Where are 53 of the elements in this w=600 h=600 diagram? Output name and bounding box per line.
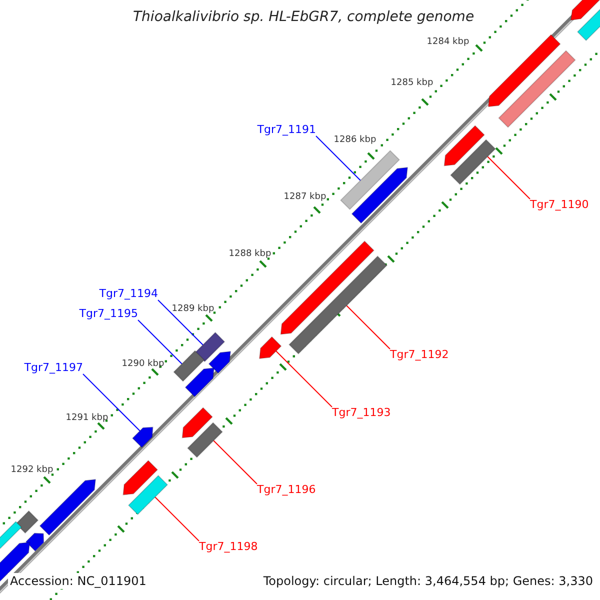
leader-line [276,350,332,408]
gene-bar [39,478,96,536]
leader-line [138,320,182,364]
scale-label: 1288 kbp [228,250,272,259]
gene-label: Tgr7_1190 [530,198,589,211]
gene-bar [15,510,39,534]
scale-label: 1286 kbp [334,136,376,145]
scale-label: 1285 kbp [390,79,434,88]
gene-bar [122,460,158,496]
scale-label: 1292 kbp [10,466,54,475]
leader-line [158,300,204,346]
leader-line [346,305,390,350]
gene-label: Tgr7_1196 [257,483,316,496]
leader-line [487,156,530,200]
gene-label: Tgr7_1194 [99,287,158,300]
gene-bar [184,367,215,398]
gene-bar [128,474,168,516]
gene-label: Tgr7_1198 [199,540,258,553]
gene-bar [187,422,223,458]
leader-line [213,440,258,484]
gene-bar [0,520,22,550]
title: Thioalkalivibrio sp. HL-EbGR7, complete genome [133,10,474,24]
gene-bar [488,34,561,108]
scale-label: 1289 kbp [172,305,214,314]
gene-bar [258,336,282,360]
gene-bar [280,240,374,335]
gene-bar [450,139,496,185]
scale-label: 1290 kbp [122,360,164,369]
gene-bar [340,150,400,210]
gene-bar [132,426,154,448]
leader-line [316,136,361,181]
gene-bar [182,407,213,438]
gene-label: Tgr7_1197 [24,361,83,374]
scale-label: 1284 kbp [426,38,470,47]
info-text: Accession: NC_011901 [8,573,148,589]
gene-label: Tgr7_1195 [79,307,138,320]
gene-bar [25,532,44,552]
gene-bar [288,256,388,354]
gene-bar [498,50,576,128]
gene-bar [351,166,408,224]
gene-label: Tgr7_1191 [257,123,316,136]
gene-bar [208,350,232,374]
gene-label: Tgr7_1193 [332,406,391,419]
gene-bar [194,332,226,362]
info-text: Topology: circular; Length: 3,464,554 bp; Genes: 3,330 [261,573,595,589]
scale-label: 1287 kbp [284,193,326,202]
gene-bar [570,0,600,21]
leader-line [154,496,200,542]
gene-bar [173,350,205,382]
gene-bar [444,125,485,166]
leader-line [82,374,140,432]
scale-label: 1291 kbp [66,414,108,423]
gene-label: Tgr7_1192 [390,348,449,361]
